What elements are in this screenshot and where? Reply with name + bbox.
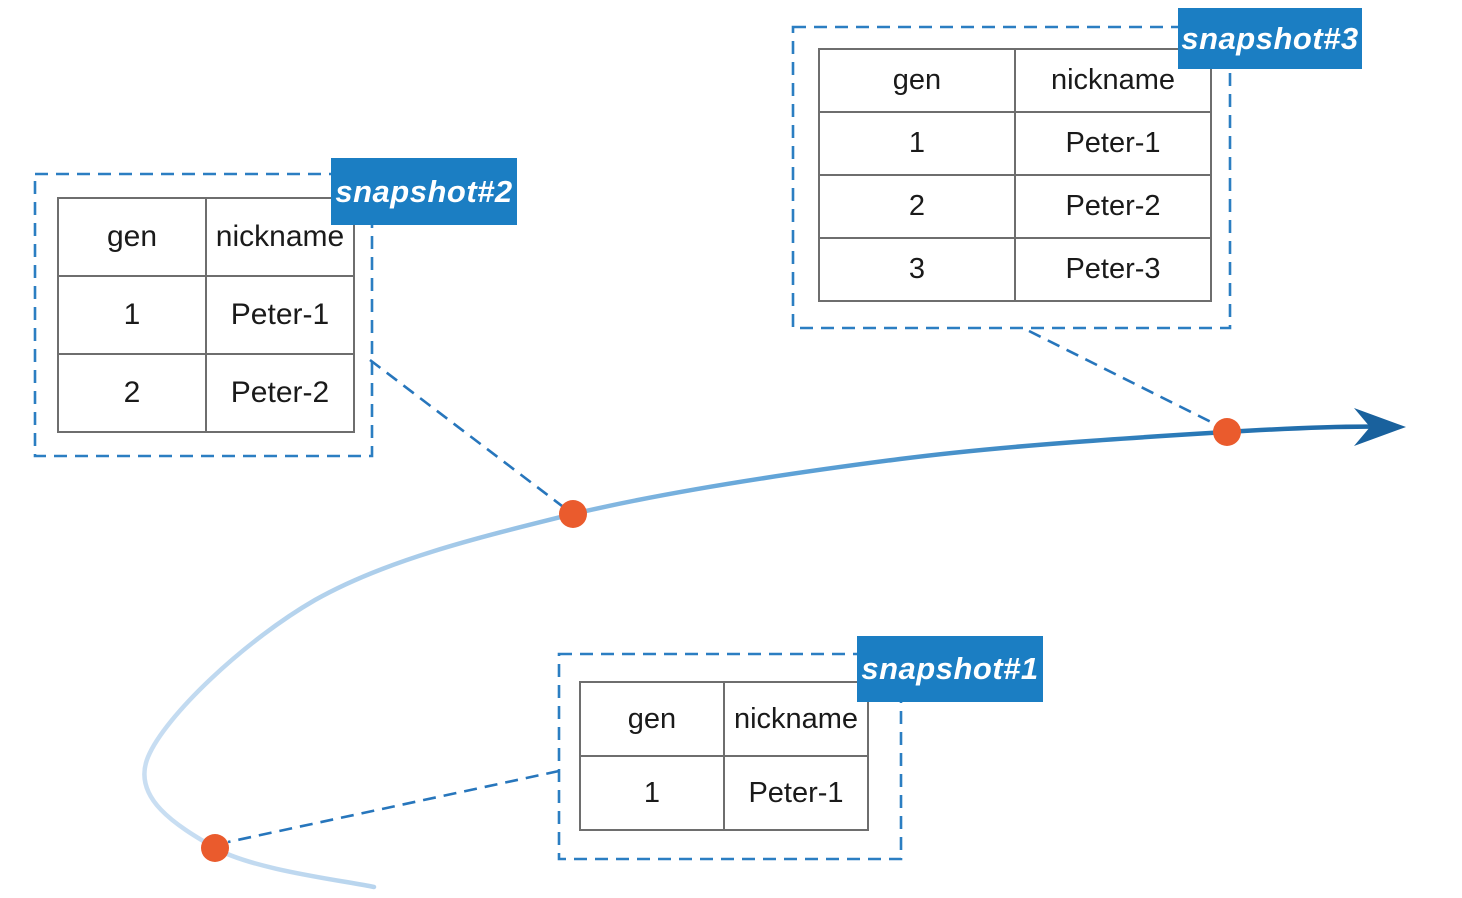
table-row: 1 Peter-1 bbox=[818, 111, 1212, 176]
nickname-cell: Peter-2 bbox=[1014, 174, 1212, 239]
connector-snapshot1-to-marker bbox=[227, 769, 560, 844]
snapshot2-table: gen nickname 1 Peter-1 2 Peter-2 bbox=[57, 197, 355, 433]
snapshot2-label: snapshot#2 bbox=[331, 158, 517, 225]
snapshot1-dashed-box bbox=[557, 652, 903, 861]
timeline-marker-snapshot3 bbox=[1213, 418, 1241, 446]
gen-header-cell: gen bbox=[57, 197, 207, 277]
table-row: 2 Peter-2 bbox=[818, 174, 1212, 239]
snapshot1-table: gen nickname 1 Peter-1 bbox=[579, 681, 869, 831]
connector-snapshot2-to-marker bbox=[369, 358, 567, 511]
timeline-marker-snapshot2 bbox=[559, 500, 587, 528]
gen-cell: 1 bbox=[818, 111, 1016, 176]
gen-cell: 2 bbox=[57, 353, 207, 433]
timeline-marker-snapshot1 bbox=[201, 834, 229, 862]
table-row: 2 Peter-2 bbox=[57, 353, 355, 433]
snapshot1-label: snapshot#1 bbox=[857, 636, 1043, 702]
table-row: 1 Peter-1 bbox=[57, 275, 355, 355]
nickname-cell: Peter-3 bbox=[1014, 237, 1212, 302]
nickname-header-cell: nickname bbox=[1014, 48, 1212, 113]
gen-cell: 1 bbox=[579, 755, 725, 831]
snapshot3-label: snapshot#3 bbox=[1178, 8, 1362, 69]
gen-header-cell: gen bbox=[579, 681, 725, 757]
nickname-cell: Peter-1 bbox=[1014, 111, 1212, 176]
timeline-arrowhead bbox=[1354, 408, 1406, 446]
snapshot3-table: gen nickname 1 Peter-1 2 Peter-2 3 Peter… bbox=[818, 48, 1212, 302]
timeline-curve bbox=[142, 424, 1395, 890]
nickname-header-cell: nickname bbox=[205, 197, 355, 277]
table-header-row: gen nickname bbox=[818, 48, 1212, 113]
gen-cell: 3 bbox=[818, 237, 1016, 302]
gen-cell: 1 bbox=[57, 275, 207, 355]
table-header-row: gen nickname bbox=[57, 197, 355, 277]
connector-snapshot3-to-marker bbox=[1028, 329, 1220, 428]
snapshot3-dashed-box bbox=[791, 25, 1232, 330]
table-header-row: gen nickname bbox=[579, 681, 869, 757]
gen-header-cell: gen bbox=[818, 48, 1016, 113]
gen-cell: 2 bbox=[818, 174, 1016, 239]
nickname-cell: Peter-2 bbox=[205, 353, 355, 433]
nickname-cell: Peter-1 bbox=[723, 755, 869, 831]
nickname-cell: Peter-1 bbox=[205, 275, 355, 355]
nickname-header-cell: nickname bbox=[723, 681, 869, 757]
snapshot2-dashed-box bbox=[33, 172, 374, 458]
table-row: 1 Peter-1 bbox=[579, 755, 869, 831]
table-row: 3 Peter-3 bbox=[818, 237, 1212, 302]
